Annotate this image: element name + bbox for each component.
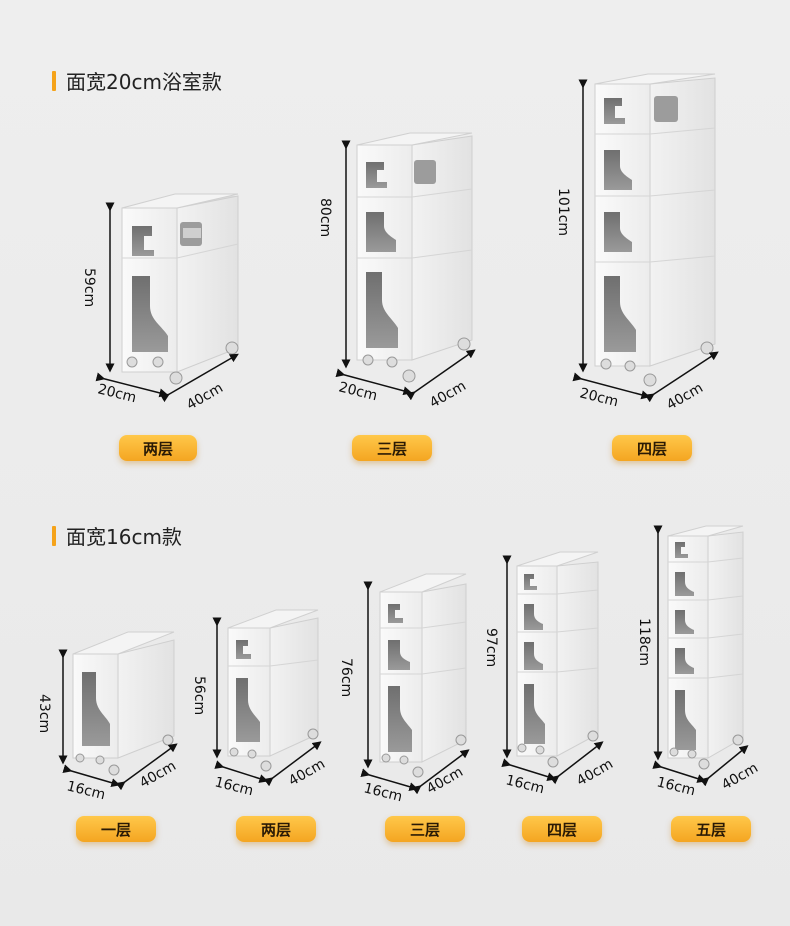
cabinet-16cm-1-tier [72, 631, 175, 776]
cabinet-20cm-2-tier [121, 193, 239, 385]
cabinet-16cm-2-tier [227, 609, 319, 772]
width-label: 16cm [362, 780, 404, 805]
section-title-16cm: 面宽16cm款 [52, 521, 182, 550]
width-label: 20cm [578, 385, 620, 410]
height-label: 97cm [483, 628, 499, 667]
height-label: 80cm [317, 198, 333, 237]
width-label: 16cm [655, 774, 697, 799]
height-label: 101cm [555, 188, 571, 236]
height-label: 59cm [81, 268, 97, 307]
accent-bar [52, 70, 56, 91]
depth-label: 40cm [427, 378, 469, 411]
cabinet-16cm-5-tier [667, 525, 744, 770]
cabinet-20cm-3-tier [356, 132, 473, 383]
width-label: 16cm [65, 778, 107, 803]
depth-label: 40cm [664, 380, 706, 413]
depth-label: 40cm [424, 764, 466, 797]
tier-label-pill: 一层 [76, 816, 156, 842]
height-label: 76cm [338, 658, 354, 697]
cabinet-16cm-4-tier [516, 551, 599, 768]
tier-label-pill: 三层 [385, 816, 465, 842]
tier-label-pill: 两层 [119, 435, 197, 461]
height-label: 43cm [36, 694, 52, 733]
section-title-20cm: 面宽20cm浴室款 [52, 66, 222, 95]
depth-label: 40cm [286, 756, 328, 789]
depth-label: 40cm [137, 758, 179, 791]
cabinet-16cm-3-tier [379, 573, 467, 778]
depth-label: 40cm [184, 380, 226, 413]
tier-label-pill: 四层 [522, 816, 602, 842]
section-title-text: 面宽16cm款 [66, 525, 182, 549]
accent-bar [52, 525, 56, 546]
width-label: 16cm [213, 774, 255, 799]
tier-label-pill: 四层 [612, 435, 692, 461]
section-title-text: 面宽20cm浴室款 [66, 70, 222, 94]
tier-label-pill: 五层 [671, 816, 751, 842]
height-label: 118cm [636, 618, 652, 666]
height-label: 56cm [191, 676, 207, 715]
tier-label-pill: 两层 [236, 816, 316, 842]
cabinet-20cm-4-tier [594, 73, 716, 387]
width-label: 16cm [504, 772, 546, 797]
depth-label: 40cm [574, 756, 616, 789]
tier-label-pill: 三层 [352, 435, 432, 461]
